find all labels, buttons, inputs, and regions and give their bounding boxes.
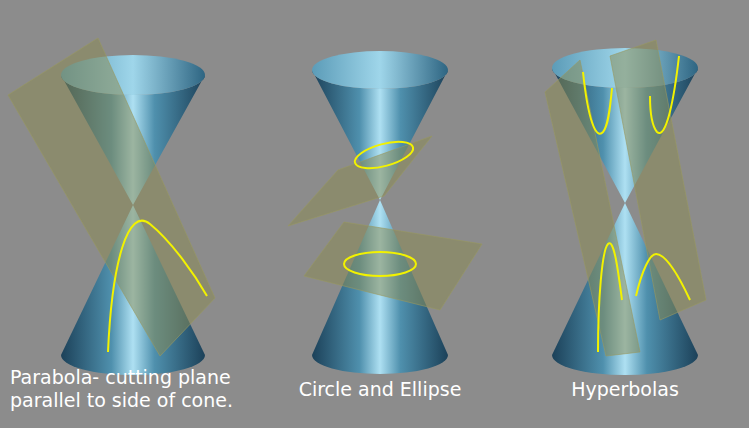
circle-curve: [344, 252, 416, 276]
hyperbola-curve: [650, 56, 679, 133]
cutting-plane: [8, 38, 215, 356]
hyperbola-curve: [583, 72, 612, 134]
caption-text: Circle and Ellipse: [290, 378, 470, 401]
caption-text: Parabola- cutting plane parallel to side…: [10, 366, 262, 412]
ellipse-curve: [352, 137, 416, 174]
hyperbola-curve: [598, 243, 622, 352]
parabola-curve: [108, 221, 207, 352]
cutting-plane: [304, 222, 482, 310]
hyperbola-curve: [636, 254, 690, 300]
cutting-plane: [288, 136, 432, 226]
cutting-plane: [610, 40, 706, 320]
caption-text: Hyperbolas: [545, 378, 705, 401]
